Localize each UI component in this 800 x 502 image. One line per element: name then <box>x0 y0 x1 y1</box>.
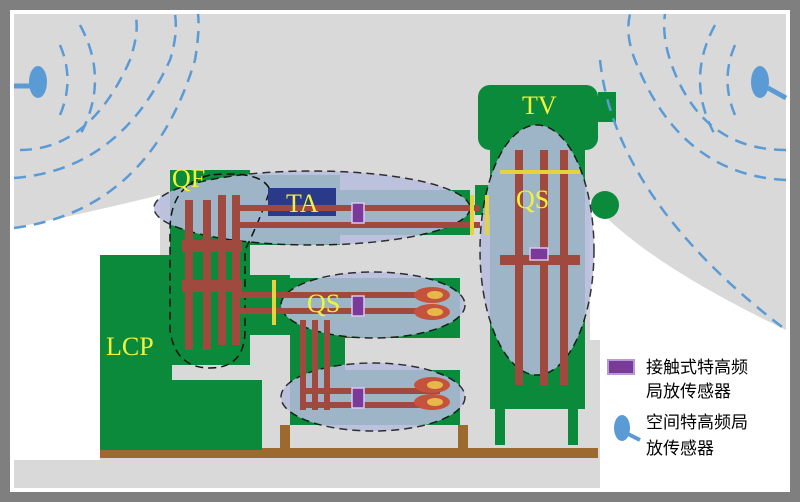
zone-qf <box>169 173 271 369</box>
ta-box-top <box>268 188 336 216</box>
tower-base <box>490 395 585 409</box>
label-qf: QF <box>172 164 205 193</box>
space-sensor-left-icon <box>29 66 47 98</box>
tower-leg-2 <box>568 395 578 445</box>
label-lcp: LCP <box>106 332 154 361</box>
legend-contact-line1: 接触式特高频 <box>646 358 748 378</box>
right-knob <box>591 191 619 219</box>
tower-leg-1 <box>495 395 505 445</box>
base-bar <box>100 448 598 458</box>
terminal-cores <box>427 291 443 406</box>
base-leg-1 <box>280 425 290 450</box>
legend-space-line2: 放传感器 <box>646 439 714 459</box>
lcp-base <box>172 380 262 450</box>
legend-space-sensor-icon <box>614 415 630 441</box>
contact-sensors <box>351 202 549 409</box>
space-waves-right <box>598 13 787 331</box>
left-white-region <box>14 195 160 460</box>
label-ta: TA <box>286 189 319 218</box>
legend-contact-sensor-icon <box>607 359 635 375</box>
lcp-cabinet <box>100 255 172 450</box>
space-sensor-right-icon <box>751 66 769 98</box>
legend-space-sensor-mount <box>627 432 641 442</box>
label-tv: TV <box>522 91 557 120</box>
base-leg-2 <box>458 425 468 450</box>
legend-space-line1: 空间特高频局 <box>646 413 748 433</box>
space-sensor-right-mount <box>766 85 788 101</box>
legend-contact-line2: 局放传感器 <box>646 382 731 402</box>
space-waves-left <box>13 13 200 230</box>
label-qs-right: QS <box>516 185 549 214</box>
tv-housing <box>478 85 598 150</box>
tv-cap <box>598 92 616 122</box>
left-wave-region <box>14 14 200 228</box>
flanges <box>272 170 580 325</box>
label-qs-mid: QS <box>307 289 340 318</box>
right-white-region <box>590 200 786 488</box>
